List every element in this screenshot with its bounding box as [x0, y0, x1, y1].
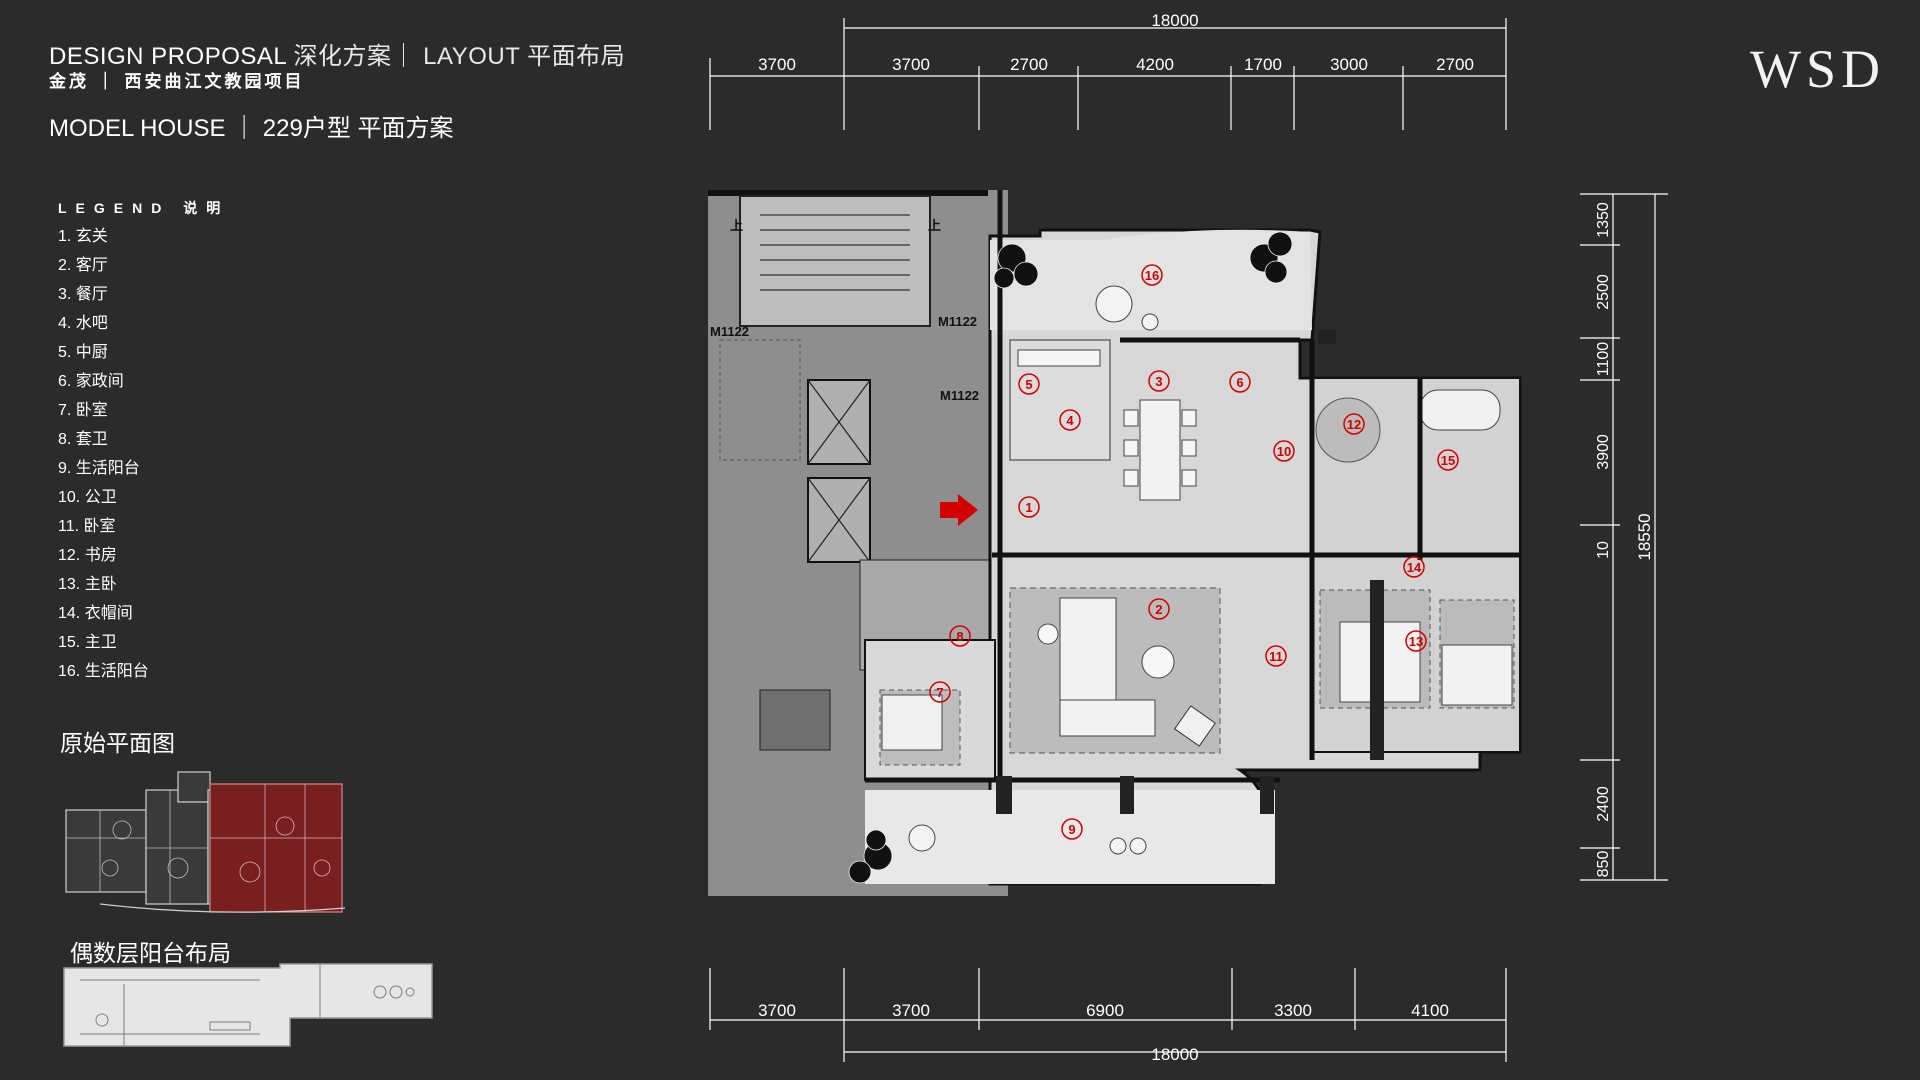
- legend-item: 10. 公卫: [58, 489, 117, 506]
- legend-item: 7. 卧室: [58, 402, 108, 419]
- room-number: 1: [1025, 500, 1032, 515]
- legend-item: 1. 玄关: [58, 228, 108, 245]
- legend-item: 15. 主卫: [58, 634, 117, 651]
- room-number: 6: [1236, 375, 1243, 390]
- room-number: 7: [936, 685, 943, 700]
- legend-item: 3. 餐厅: [58, 286, 108, 303]
- plan-body: [708, 190, 1522, 896]
- room-number: 2: [1155, 602, 1162, 617]
- stair-mark: 上: [928, 218, 941, 233]
- legend-item: 5. 中厨: [58, 344, 108, 361]
- legend-title: LEGEND 说明: [58, 200, 230, 216]
- stair-mark: 上: [730, 218, 743, 233]
- right-dimension: 1100: [1595, 342, 1612, 377]
- top-dimension: 4200: [1136, 55, 1174, 74]
- right-dimension-chain: [1580, 193, 1668, 881]
- wsd-logo: WSD: [1750, 39, 1885, 99]
- entry-arrow-icon: [940, 494, 978, 526]
- room-number: 9: [1068, 822, 1075, 837]
- room-number: 10: [1277, 444, 1291, 459]
- top-dimension-chain: [709, 18, 1507, 130]
- room-number: 8: [956, 629, 963, 644]
- legend-item: 6. 家政间: [58, 373, 124, 390]
- top-dimension: 3700: [892, 55, 930, 74]
- original-plan-thumbnail: [60, 768, 355, 920]
- even-balcony-title: 偶数层阳台布局: [70, 940, 231, 966]
- proposal-title-zh: 深化方案｜ LAYOUT 平面布局: [293, 43, 626, 70]
- room-number: 5: [1025, 377, 1032, 392]
- room-number: 11: [1269, 649, 1283, 664]
- project-name: 金茂 ｜ 西安曲江文教园项目: [49, 72, 305, 91]
- right-dimension: 2500: [1595, 274, 1612, 310]
- legend-item: 12. 书房: [58, 547, 117, 564]
- bottom-dimension: 3300: [1274, 1001, 1312, 1020]
- original-plan-title: 原始平面图: [60, 730, 175, 756]
- top-total-dimension: 18000: [1151, 11, 1198, 30]
- door-tag: M1122: [938, 314, 977, 329]
- top-dimension: 3700: [758, 55, 796, 74]
- right-total-dimension: 18550: [1635, 513, 1654, 560]
- bottom-dimension: 3700: [758, 1001, 796, 1020]
- legend-item: 8. 套卫: [58, 431, 108, 448]
- top-dimension: 2700: [1436, 55, 1474, 74]
- legend-item: 14. 衣帽间: [58, 605, 133, 622]
- right-dimension: 1350: [1595, 202, 1612, 238]
- legend-item: 16. 生活阳台: [58, 663, 149, 680]
- bottom-dimension: 4100: [1411, 1001, 1449, 1020]
- room-number: 16: [1145, 268, 1159, 283]
- page-subtitle: MODEL HOUSE ｜ 229户型 平面方案: [49, 115, 454, 142]
- proposal-title-en: DESIGN PROPOSAL: [49, 43, 294, 70]
- legend-item: 2. 客厅: [58, 257, 108, 274]
- legend-item: 4. 水吧: [58, 315, 108, 332]
- top-dimension: 1700: [1244, 55, 1282, 74]
- bottom-dimension: 6900: [1086, 1001, 1124, 1020]
- door-tag: M1122: [940, 388, 979, 403]
- floor-plan: 18000 3700 3700 2700 4200 1700 3000 2700…: [708, 11, 1668, 1064]
- room-number: 14: [1407, 560, 1422, 575]
- room-number: 4: [1066, 413, 1074, 428]
- top-dimension: 3000: [1330, 55, 1368, 74]
- legend-list: 1. 玄关 2. 客厅 3. 餐厅 4. 水吧 5. 中厨 6. 家政间 7. …: [58, 222, 149, 686]
- bottom-dimension: 3700: [892, 1001, 930, 1020]
- right-dimension: 10: [1595, 541, 1612, 559]
- legend-item: 13. 主卧: [58, 576, 117, 593]
- room-number: 15: [1441, 453, 1455, 468]
- room-number: 13: [1409, 634, 1423, 649]
- room-number: 3: [1155, 374, 1162, 389]
- legend-item: 9. 生活阳台: [58, 460, 140, 477]
- top-dimension: 2700: [1010, 55, 1048, 74]
- room-number: 12: [1347, 417, 1361, 432]
- right-dimension: 3900: [1595, 434, 1612, 470]
- legend-item: 11. 卧室: [58, 518, 116, 535]
- door-tag: M1122: [710, 324, 749, 339]
- bottom-total-dimension: 18000: [1151, 1045, 1198, 1064]
- right-dimension: 2400: [1595, 786, 1612, 822]
- bottom-dimension-chain: [709, 968, 1507, 1062]
- proposal-title: DESIGN PROPOSAL 深化方案｜ LAYOUT 平面布局: [49, 36, 625, 71]
- right-dimension: 850: [1595, 851, 1612, 878]
- even-balcony-thumbnail: [63, 963, 433, 1047]
